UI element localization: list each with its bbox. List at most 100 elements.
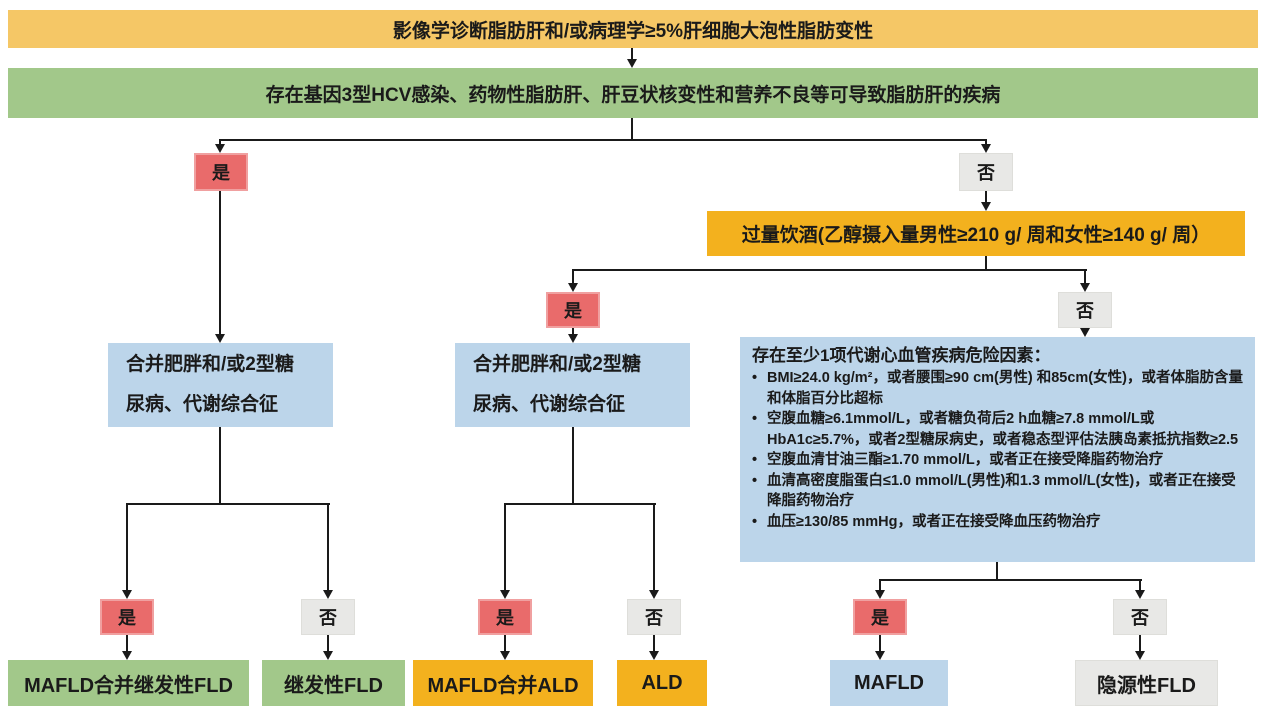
decision-yes-metabolic-left: 是 — [100, 599, 154, 635]
bullet-icon: • — [752, 452, 758, 468]
arrow-line — [219, 139, 221, 146]
arrow-line — [631, 118, 633, 141]
arrow-down-icon — [500, 651, 510, 660]
outcome-cryptogenic-fld: 隐源性FLD — [1075, 660, 1218, 706]
no-label: 否 — [1076, 301, 1094, 321]
outcome-secondary-fld: 继发性FLD — [262, 660, 405, 706]
outcome-ald: ALD — [617, 660, 707, 706]
no-label: 否 — [645, 608, 663, 628]
arrow-line — [504, 635, 506, 652]
risk-item-text: 空腹血清甘油三酯≥1.70 mmol/L，或者正在接受降脂药物治疗 — [767, 452, 1164, 468]
no-label: 否 — [1131, 608, 1149, 628]
arrow-down-icon — [568, 283, 578, 292]
outcome-label: MAFLD合并继发性FLD — [24, 674, 233, 697]
arrow-down-icon — [215, 334, 225, 343]
arrow-line — [126, 503, 330, 505]
decision-yes-alcohol: 是 — [546, 292, 600, 328]
yes-label: 是 — [118, 608, 136, 628]
no-label: 否 — [319, 608, 337, 628]
arrow-down-icon — [981, 144, 991, 153]
arrow-line — [572, 427, 574, 505]
outcome-label: ALD — [641, 671, 683, 694]
arrow-line — [985, 256, 987, 271]
decision-no-metabolic-middle: 否 — [627, 599, 681, 635]
arrow-down-icon — [875, 590, 885, 599]
arrow-down-icon — [323, 651, 333, 660]
metabolic-line2: 尿病、代谢综合征 — [473, 394, 626, 415]
arrow-down-icon — [1080, 283, 1090, 292]
arrow-down-icon — [122, 651, 132, 660]
risk-item-text: 血压≥130/85 mmHg，或者正在接受降血压药物治疗 — [767, 513, 1101, 530]
no-label: 否 — [977, 163, 995, 183]
risk-item: • 空腹血清甘油三酯≥1.70 mmol/L，或者正在接受降脂药物治疗 — [752, 450, 1245, 471]
yes-label: 是 — [871, 608, 889, 628]
arrow-down-icon — [1080, 328, 1090, 337]
arrow-line — [879, 579, 1142, 581]
arrow-line — [572, 269, 1087, 271]
risk-factors-header: 存在至少1项代谢心血管疾病危险因素： — [752, 346, 1051, 365]
arrow-down-icon — [568, 334, 578, 343]
arrow-line — [653, 503, 655, 592]
imaging-diagnosis-label: 影像学诊断脂肪肝和/或病理学≥5%肝细胞大泡性脂肪变性 — [392, 20, 874, 42]
arrow-line — [126, 635, 128, 652]
outcome-label: 隐源性FLD — [1097, 674, 1196, 697]
outcome-mafld-secondary-fld: MAFLD合并继发性FLD — [8, 660, 249, 706]
secondary-cause-label: 存在基因3型HCV感染、药物性脂肪肝、肝豆状核变性和营养不良等可导致脂肪肝的疾病 — [265, 84, 1001, 106]
imaging-diagnosis-box: 影像学诊断脂肪肝和/或病理学≥5%肝细胞大泡性脂肪变性 — [8, 10, 1258, 48]
metabolic-line2: 尿病、代谢综合征 — [126, 394, 279, 415]
outcome-mafld-ald: MAFLD合并ALD — [413, 660, 593, 706]
metabolic-syndrome-box-middle: 合并肥胖和/或2型糖 尿病、代谢综合征 — [455, 343, 690, 427]
alcohol-label: 过量饮酒(乙醇摄入量男性≥210 g/ 周和女性≥140 g/ 周） — [741, 225, 1211, 246]
arrow-line — [327, 635, 329, 652]
bullet-icon: • — [752, 411, 758, 427]
decision-no-secondary-cause: 否 — [959, 153, 1013, 191]
metabolic-syndrome-box-left: 合并肥胖和/或2型糖 尿病、代谢综合征 — [108, 343, 333, 427]
arrow-line — [504, 503, 506, 592]
risk-item: • BMI≥24.0 kg/m²，或者腰围≥90 cm(男性) 和85cm(女性… — [752, 368, 1245, 409]
arrow-line — [504, 503, 656, 505]
bullet-icon: • — [752, 472, 758, 489]
bullet-icon: • — [752, 513, 758, 530]
arrow-down-icon — [122, 590, 132, 599]
arrow-line — [631, 48, 633, 60]
yes-label: 是 — [564, 301, 582, 321]
arrow-down-icon — [500, 590, 510, 599]
arrow-line — [219, 191, 221, 336]
arrow-down-icon — [627, 59, 637, 68]
yes-label: 是 — [212, 163, 230, 183]
arrow-line — [879, 635, 881, 652]
risk-item-text: 空腹血糖≥6.1mmol/L，或者糖负荷后2 h血糖≥7.8 mmol/L或Hb… — [767, 411, 1239, 448]
arrow-line — [985, 191, 987, 204]
arrow-down-icon — [1135, 590, 1145, 599]
decision-yes-risk-factors: 是 — [853, 599, 907, 635]
arrow-down-icon — [981, 202, 991, 211]
secondary-cause-box: 存在基因3型HCV感染、药物性脂肪肝、肝豆状核变性和营养不良等可导致脂肪肝的疾病 — [8, 68, 1258, 118]
arrow-line — [126, 503, 128, 592]
decision-yes-secondary-cause: 是 — [194, 153, 248, 191]
outcome-mafld: MAFLD — [830, 660, 948, 706]
bullet-icon: • — [752, 370, 758, 386]
yes-label: 是 — [496, 608, 514, 628]
arrow-line — [653, 635, 655, 652]
alcohol-box: 过量饮酒(乙醇摄入量男性≥210 g/ 周和女性≥140 g/ 周） — [707, 211, 1245, 256]
arrow-down-icon — [649, 590, 659, 599]
arrow-down-icon — [215, 144, 225, 153]
risk-item: • 血压≥130/85 mmHg，或者正在接受降血压药物治疗 — [752, 512, 1245, 533]
arrow-down-icon — [875, 651, 885, 660]
risk-factors-box: 存在至少1项代谢心血管疾病危险因素： • BMI≥24.0 kg/m²，或者腰围… — [740, 337, 1255, 562]
outcome-label: 继发性FLD — [284, 674, 383, 697]
metabolic-line1: 合并肥胖和/或2型糖 — [473, 354, 641, 375]
decision-yes-metabolic-middle: 是 — [478, 599, 532, 635]
decision-no-risk-factors: 否 — [1113, 599, 1167, 635]
outcome-label: MAFLD合并ALD — [427, 674, 579, 697]
arrow-line — [572, 269, 574, 286]
arrow-line — [996, 562, 998, 581]
outcome-label: MAFLD — [854, 671, 924, 694]
decision-no-alcohol: 否 — [1058, 292, 1112, 328]
metabolic-line1: 合并肥胖和/或2型糖 — [126, 354, 294, 375]
arrow-down-icon — [323, 590, 333, 599]
arrow-line — [1139, 579, 1141, 592]
arrow-line — [879, 579, 881, 592]
arrow-line — [219, 427, 221, 505]
